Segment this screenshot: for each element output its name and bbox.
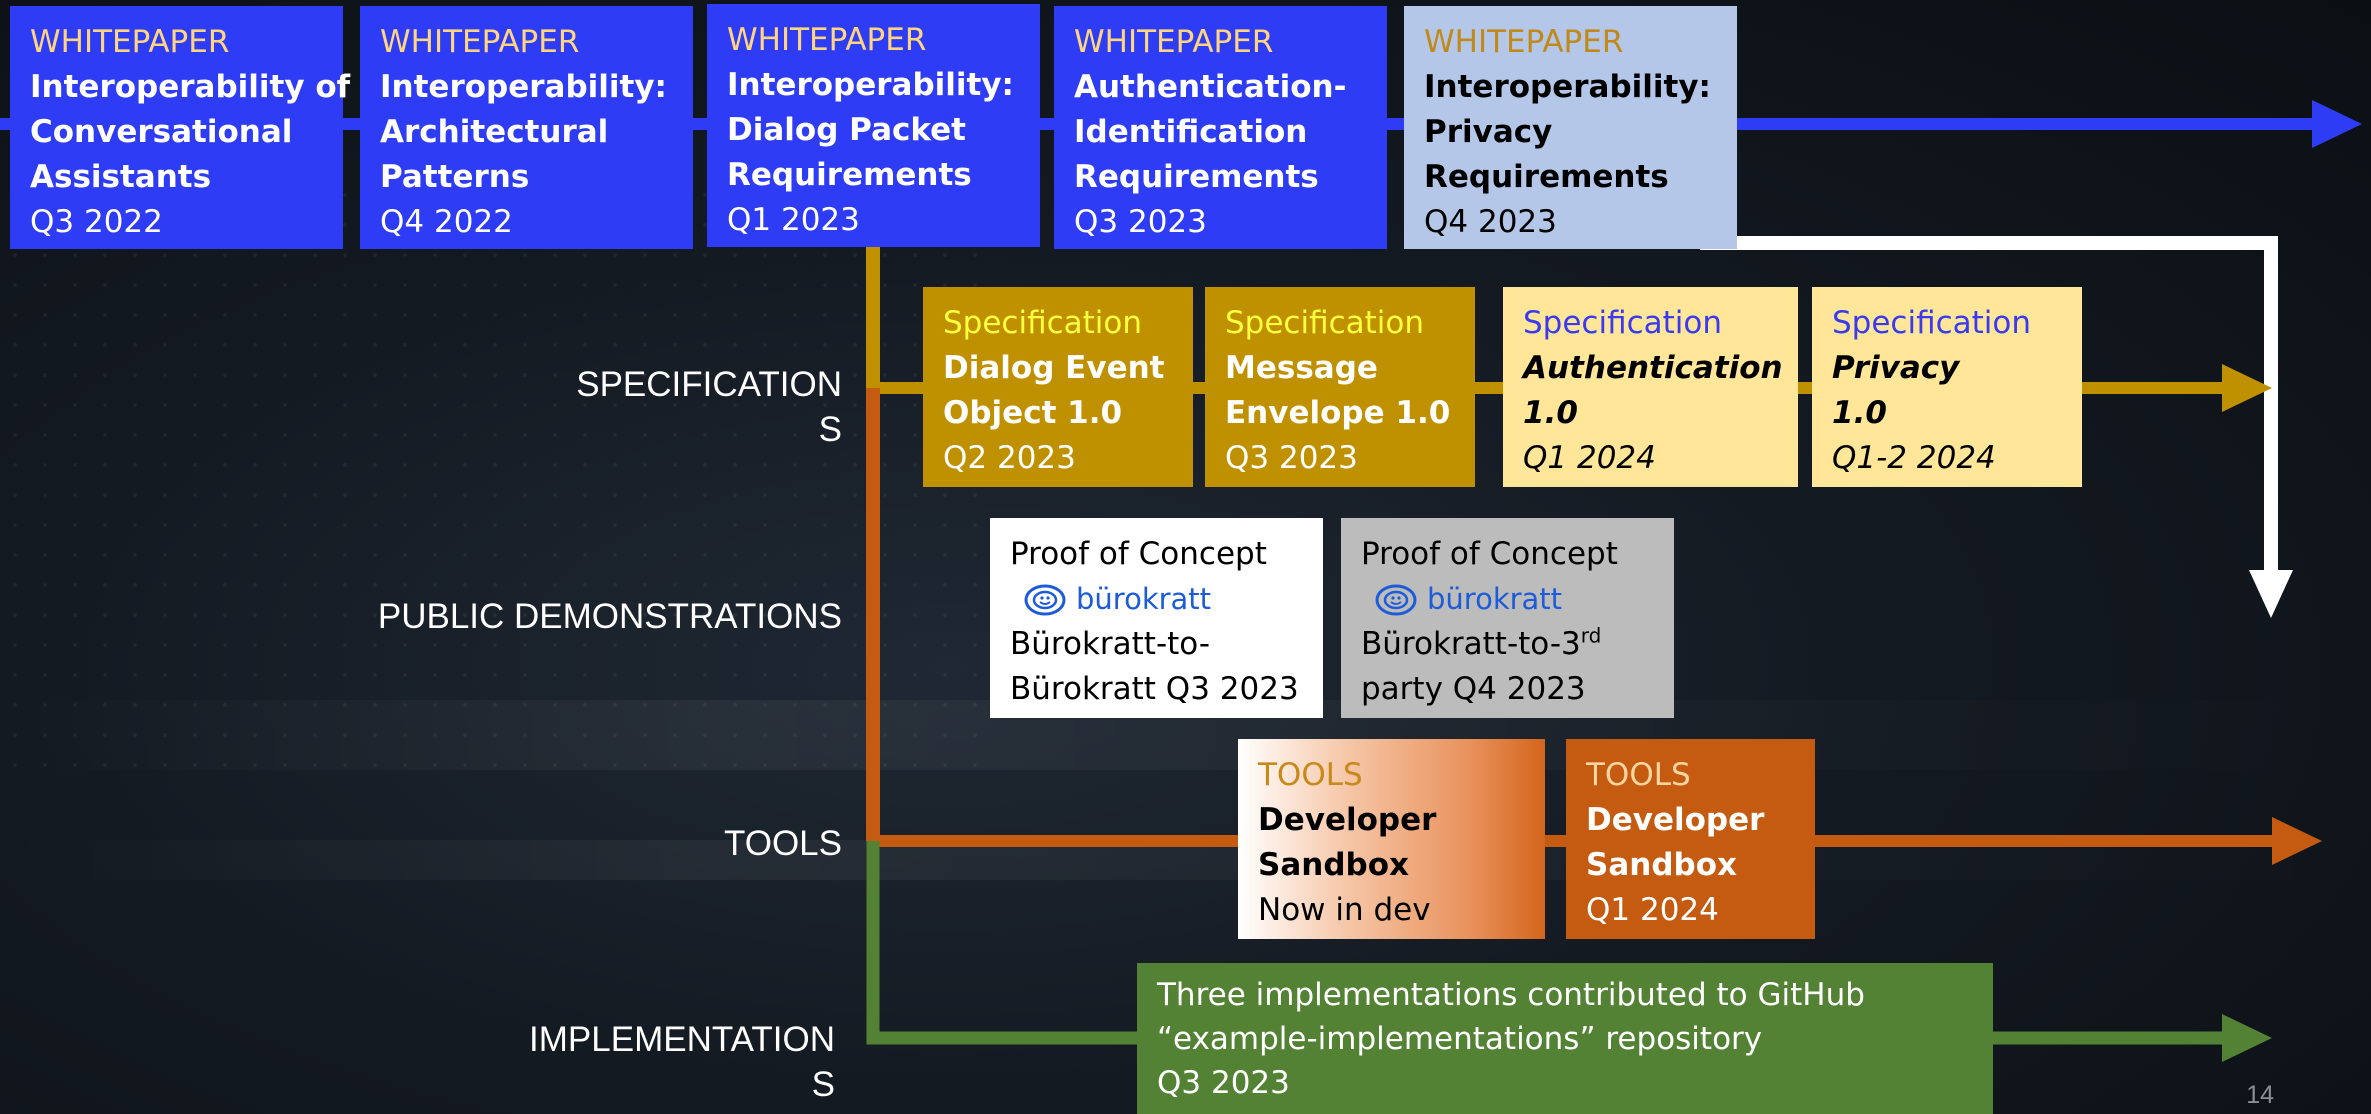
card-line-main: Bürokratt-to-3 <box>1361 626 1581 662</box>
demonstration-card: Proof of Concept bürokratt Bürokratt-to-… <box>1341 518 1674 718</box>
card-tag: WHITEPAPER <box>30 24 230 60</box>
card-title-line: Interoperability: <box>1424 69 1711 105</box>
whitepaper-card: WHITEPAPER Interoperability of Conversat… <box>10 6 351 249</box>
card-date: Q1-2 2024 <box>1832 440 1996 476</box>
card-title-line: Privacy <box>1832 350 1960 386</box>
card-date: Q4 2022 <box>380 204 513 240</box>
card-title-line: Developer <box>1258 802 1437 838</box>
card-title-line: Requirements <box>727 157 972 193</box>
lane-label-implementations: IMPLEMENTATION S <box>440 1017 835 1107</box>
card-date: Q3 2023 <box>1074 204 1207 240</box>
card-date: Q1 2024 <box>1586 892 1719 928</box>
lane-label-tools: TOOLS <box>723 824 842 863</box>
card-title-line: Requirements <box>1424 159 1669 195</box>
card-tag: Proof of Concept <box>1010 536 1267 572</box>
card-title-line: Dialog Event <box>943 350 1165 386</box>
card-tag: Specification <box>1225 305 1425 341</box>
card-title-line: Developer <box>1586 802 1765 838</box>
card-title-line: Architectural <box>380 114 609 150</box>
lane-label-line: S <box>818 410 842 449</box>
tools-card: TOOLS Developer Sandbox Q1 2024 <box>1566 739 1815 939</box>
whitepaper-card: WHITEPAPER Authentication- Identificatio… <box>1054 6 1387 249</box>
card-title-line: Conversational <box>30 114 293 150</box>
card-date: Q1 2024 <box>1523 440 1656 476</box>
card-line: Bürokratt-to-3rd <box>1361 622 1654 667</box>
card-date: Q3 2023 <box>1225 440 1358 476</box>
logo-text: bürokratt <box>1427 582 1563 616</box>
whitepaper-card-upcoming: WHITEPAPER Interoperability: Privacy Req… <box>1404 6 1737 249</box>
whitepaper-card: WHITEPAPER Interoperability: Dialog Pack… <box>707 4 1040 247</box>
tools-timeline-arrowhead <box>2272 817 2322 865</box>
lane-label-line: S <box>811 1065 835 1104</box>
demonstration-card: Proof of Concept bürokratt Bürokratt-to-… <box>990 518 1323 718</box>
card-line: party Q4 2023 <box>1361 671 1586 707</box>
implementation-card: Three implementations contributed to Git… <box>1137 963 1993 1114</box>
card-tag: TOOLS <box>1258 757 1363 793</box>
card-title-line: Message <box>1225 350 1378 386</box>
card-title-line: Requirements <box>1074 159 1319 195</box>
lane-label-public-demonstrations: PUBLIC DEMONSTRATIONS <box>377 597 842 636</box>
card-line: Three implementations contributed to Git… <box>1157 977 1865 1013</box>
logo-text: bürokratt <box>1076 582 1212 616</box>
card-title-line: Dialog Packet <box>727 112 966 148</box>
card-tag: WHITEPAPER <box>1074 24 1274 60</box>
privacy-connector-arrowhead <box>2249 570 2293 618</box>
card-title-line: Authentication <box>1523 350 1783 386</box>
card-title-line: Assistants <box>30 159 212 195</box>
card-title-line: Interoperability: <box>380 69 667 105</box>
card-title-line: Privacy <box>1424 114 1553 150</box>
card-tag: Specification <box>1523 305 1723 341</box>
card-title-line: Sandbox <box>1258 847 1409 883</box>
card-line: Bürokratt-to- <box>1010 626 1211 662</box>
specification-card: Specification Message Envelope 1.0 Q3 20… <box>1205 287 1475 487</box>
card-date: Q2 2023 <box>943 440 1076 476</box>
specification-card-upcoming: Specification Privacy 1.0 Q1-2 2024 <box>1812 287 2082 487</box>
page-number: 14 <box>2246 1081 2274 1109</box>
card-title-line: Identification <box>1074 114 1308 150</box>
card-tag: Specification <box>1832 305 2032 341</box>
lane-label-line: IMPLEMENTATION <box>529 1020 835 1059</box>
background-dots <box>0 180 1000 780</box>
card-tag: WHITEPAPER <box>1424 24 1624 60</box>
burokratt-logo-icon <box>1024 584 1066 615</box>
card-date: Now in dev <box>1258 892 1431 928</box>
spec-timeline-arrowhead <box>2222 364 2272 412</box>
burokratt-logo: bürokratt <box>1361 577 1654 622</box>
card-title-line: Interoperability of <box>30 69 351 105</box>
card-title-line: Envelope 1.0 <box>1225 395 1451 431</box>
card-tag: WHITEPAPER <box>380 24 580 60</box>
card-title-line: 1.0 <box>1523 395 1578 431</box>
card-line-superscript: rd <box>1580 623 1602 648</box>
card-title-line: Patterns <box>380 159 530 195</box>
card-tag: TOOLS <box>1586 757 1691 793</box>
privacy-connector-line <box>1700 236 2278 580</box>
whitepaper-card: WHITEPAPER Interoperability: Architectur… <box>360 6 693 249</box>
card-line: Bürokratt Q3 2023 <box>1010 671 1299 707</box>
specification-card: Specification Dialog Event Object 1.0 Q2… <box>923 287 1193 487</box>
card-date: Q1 2023 <box>727 202 860 238</box>
card-title-line: 1.0 <box>1832 395 1887 431</box>
card-tag: WHITEPAPER <box>727 22 927 58</box>
card-tag: Proof of Concept <box>1361 536 1618 572</box>
card-date: Q3 2022 <box>30 204 163 240</box>
implementation-timeline-arrowhead <box>2222 1014 2272 1062</box>
card-title-line: Interoperability: <box>727 67 1014 103</box>
card-title-line: Object 1.0 <box>943 395 1123 431</box>
card-line: “example-implementations” repository <box>1157 1021 1763 1057</box>
card-date: Q3 2023 <box>1157 1065 1290 1101</box>
card-title-line: Sandbox <box>1586 847 1737 883</box>
lane-label-line: SPECIFICATION <box>576 365 842 404</box>
whitepaper-timeline-arrowhead <box>2312 100 2362 148</box>
card-title-line: Authentication- <box>1074 69 1347 105</box>
burokratt-logo-icon <box>1375 584 1417 615</box>
card-date: Q4 2023 <box>1424 204 1557 240</box>
specification-card-upcoming: Specification Authentication 1.0 Q1 2024 <box>1503 287 1798 487</box>
tools-card-in-progress: TOOLS Developer Sandbox Now in dev <box>1238 739 1545 939</box>
lane-label-specifications: SPECIFICATION S <box>480 362 842 452</box>
burokratt-logo: bürokratt <box>1010 577 1303 622</box>
card-tag: Specification <box>943 305 1143 341</box>
